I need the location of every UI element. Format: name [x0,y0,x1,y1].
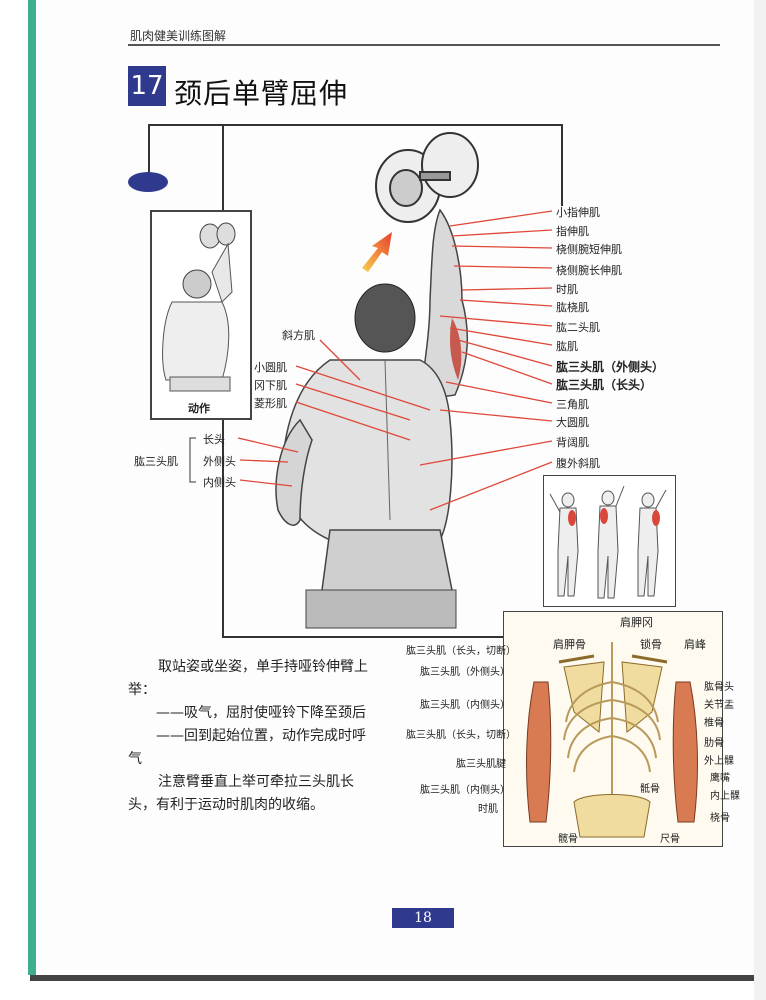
instruction-line-7: 头，有利于运动时肌肉的收缩。 [128,797,324,813]
anat-label-scapular-spine: 肩胛冈 [620,616,653,629]
frame-right [561,124,563,206]
section-marker [128,172,168,192]
anat-label-medial-epicondyle: 内上髁 [710,791,740,802]
label-ecrl: 桡侧腕长伸肌 [556,264,622,277]
header-rule [128,44,720,46]
triceps-group-name: 肱三头肌 [134,455,178,468]
anat-label-hip-bone: 髋骨 [558,834,578,845]
label-latissimus: 背阔肌 [556,436,589,449]
label-triceps-lateral: 肱三头肌（外侧头） [556,360,665,374]
page-number: 18 [392,908,454,928]
label-anconeus: 时肌 [556,283,578,296]
running-header: 肌肉健美训练图解 [130,29,227,43]
instruction-line-2: 举： [128,682,156,698]
instruction-line-3: ——吸气，屈肘使哑铃下降至颈后 [156,705,366,721]
exercise-number-badge: 17 [128,66,166,106]
instruction-line-6: 注意臂垂直上举可牵拉三头肌长 [158,774,354,790]
anat-label-triceps-lateral: 肱三头肌（外侧头） [420,667,510,678]
frame-top [148,124,562,126]
skeleton-drawing [526,642,698,838]
leader-lines [237,210,553,511]
anat-label-ulna: 尺骨 [660,834,680,845]
anat-label-olecranon: 鹰嘴 [710,773,730,784]
label-trapezius: 斜方肌 [282,329,315,342]
instruction-line-4: ——回到起始位置，动作完成时呼 [156,728,366,744]
anat-label-humeral-head: 肱骨头 [704,682,734,693]
label-rhomboid: 菱形肌 [254,397,287,410]
triceps-head-lateral: 外侧头 [203,455,236,468]
anat-label-triceps-medial-2: 肱三头肌（内侧头） [420,785,510,796]
label-teres-minor: 小圆肌 [254,361,287,374]
skeletal-anatomy-box [503,611,723,847]
label-brachialis: 肱肌 [556,340,578,353]
mini-figures-drawing [549,485,667,599]
label-biceps: 肱二头肌 [556,321,600,334]
label-triceps-long: 肱三头肌（长头） [556,378,653,392]
label-deltoid: 三角肌 [556,398,589,411]
anat-label-triceps-medial-1: 肱三头肌（内侧头） [420,700,510,711]
label-teres-major: 大圆肌 [556,416,589,429]
anat-label-triceps-long-cut-1: 肱三头肌（长头，切断） [406,646,516,657]
direction-arrow [362,232,392,272]
triceps-bracket [189,437,196,483]
triceps-head-medial: 内侧头 [203,476,236,489]
anat-label-scapula: 肩胛骨 [553,638,586,651]
frame-left-short [148,124,150,180]
anat-label-sacrum: 骶骨 [640,784,660,795]
triceps-highlight [450,318,462,380]
anat-label-glenoid: 关节盂 [704,700,734,711]
instruction-line-1: 取站姿或坐姿，单手持哑铃伸臂上 [158,659,368,675]
thumbnail-caption: 动作 [188,402,210,415]
anat-label-clavicle: 锁骨 [640,638,662,651]
label-extensor-digiti-minimi: 小指伸肌 [556,206,600,219]
book-spine-strip [28,0,36,975]
anat-label-rib: 肋骨 [704,738,724,749]
bench [305,589,457,629]
anat-label-acromion: 肩峰 [684,638,706,651]
anat-label-triceps-tendon: 肱三头肌腱 [456,759,506,770]
label-external-oblique: 腹外斜肌 [556,457,600,470]
label-extensor-digitorum: 指伸肌 [556,225,589,238]
frame-bottom [222,636,504,638]
dumbbell [375,132,479,223]
label-infraspinatus: 冈下肌 [254,379,287,392]
instruction-line-5: 气 [128,751,142,767]
mini-figures-box [543,475,676,607]
left-arm [275,418,313,526]
triceps-head-long: 长头 [203,433,225,446]
label-brachioradialis: 肱桡肌 [556,301,589,314]
page-right-edge [754,0,766,1000]
head [354,283,416,353]
thumbnail-drawing [162,222,236,392]
exercise-title: 颈后单臂屈伸 [174,77,349,110]
anat-label-triceps-long-cut-2: 肱三头肌（长头，切断） [406,730,516,741]
label-ecrb: 桡侧腕短伸肌 [556,243,622,256]
anat-label-radius: 桡骨 [710,813,730,824]
thumbnail-figure [150,210,252,420]
anat-label-lateral-epicondyle: 外上髁 [704,756,734,767]
anat-label-vertebra: 椎骨 [704,718,724,729]
anat-label-anconeus: 时肌 [478,804,498,815]
page-bottom-edge [30,975,754,981]
